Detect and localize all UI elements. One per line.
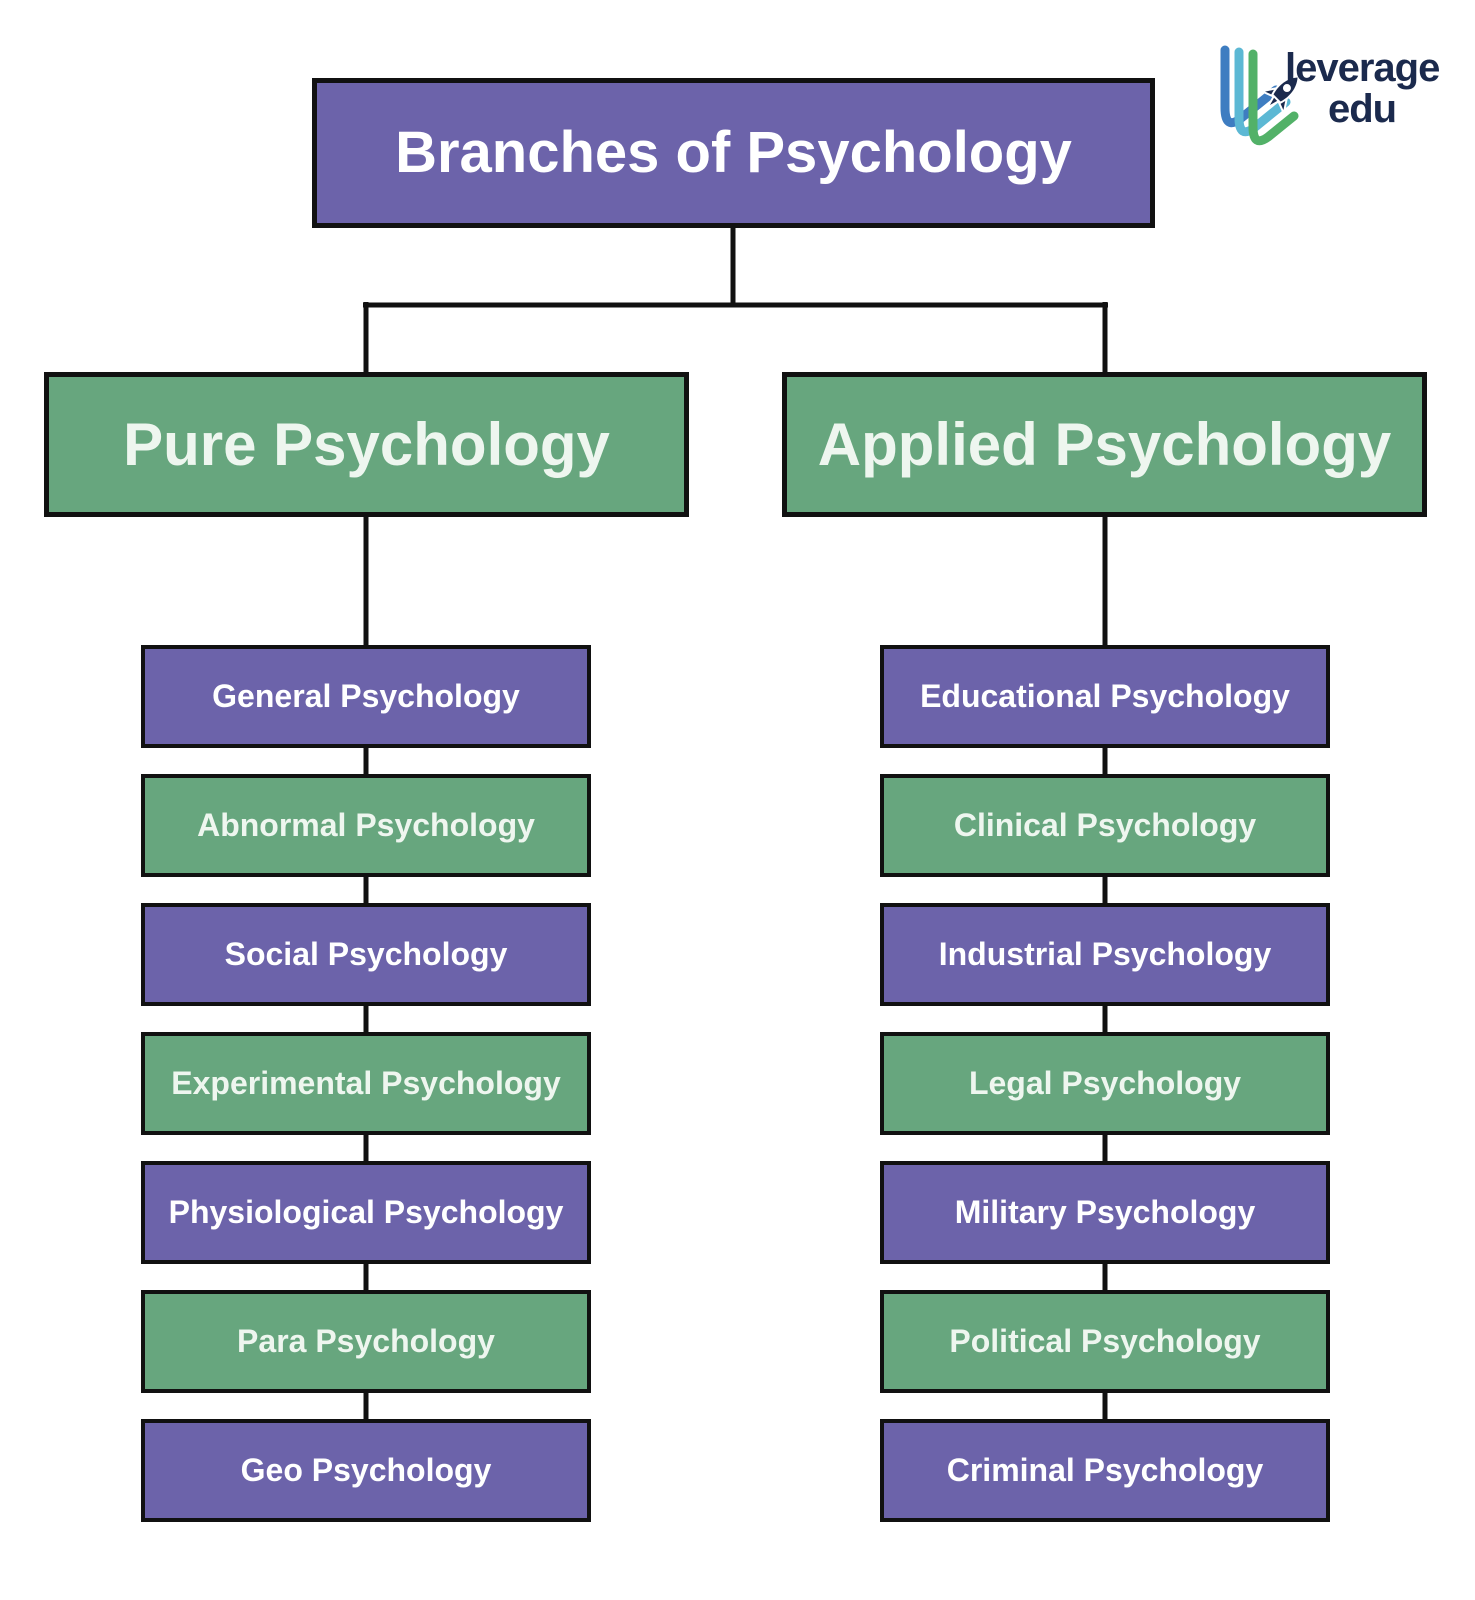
node-educational-psychology: Educational Psychology [880, 645, 1330, 748]
node-geo-psychology: Geo Psychology [141, 1419, 591, 1522]
root-node-branches-of-psychology: Branches of Psychology [312, 78, 1155, 228]
rocket-icon [1258, 75, 1300, 117]
leverage-edu-v-rocket-icon [1220, 45, 1300, 146]
pure-psychology-column: General Psychology Abnormal Psychology S… [141, 645, 591, 1522]
branch-node-pure-psychology: Pure Psychology [44, 372, 689, 517]
node-clinical-psychology: Clinical Psychology [880, 774, 1330, 877]
leverage-edu-logo: leverage edu [1192, 36, 1467, 166]
logo-green-stroke [1248, 49, 1299, 146]
node-general-psychology: General Psychology [141, 645, 591, 748]
node-legal-psychology: Legal Psychology [880, 1032, 1330, 1135]
node-social-psychology: Social Psychology [141, 903, 591, 1006]
logo-wordmark-edu: edu [1328, 87, 1397, 131]
node-industrial-psychology: Industrial Psychology [880, 903, 1330, 1006]
applied-psychology-column: Educational Psychology Clinical Psycholo… [880, 645, 1330, 1522]
node-experimental-psychology: Experimental Psychology [141, 1032, 591, 1135]
node-para-psychology: Para Psychology [141, 1290, 591, 1393]
node-political-psychology: Political Psychology [880, 1290, 1330, 1393]
node-physiological-psychology: Physiological Psychology [141, 1161, 591, 1264]
branch-node-applied-psychology: Applied Psychology [782, 372, 1427, 517]
logo-wordmark-leverage: leverage [1285, 46, 1440, 90]
node-military-psychology: Military Psychology [880, 1161, 1330, 1264]
node-criminal-psychology: Criminal Psychology [880, 1419, 1330, 1522]
node-abnormal-psychology: Abnormal Psychology [141, 774, 591, 877]
